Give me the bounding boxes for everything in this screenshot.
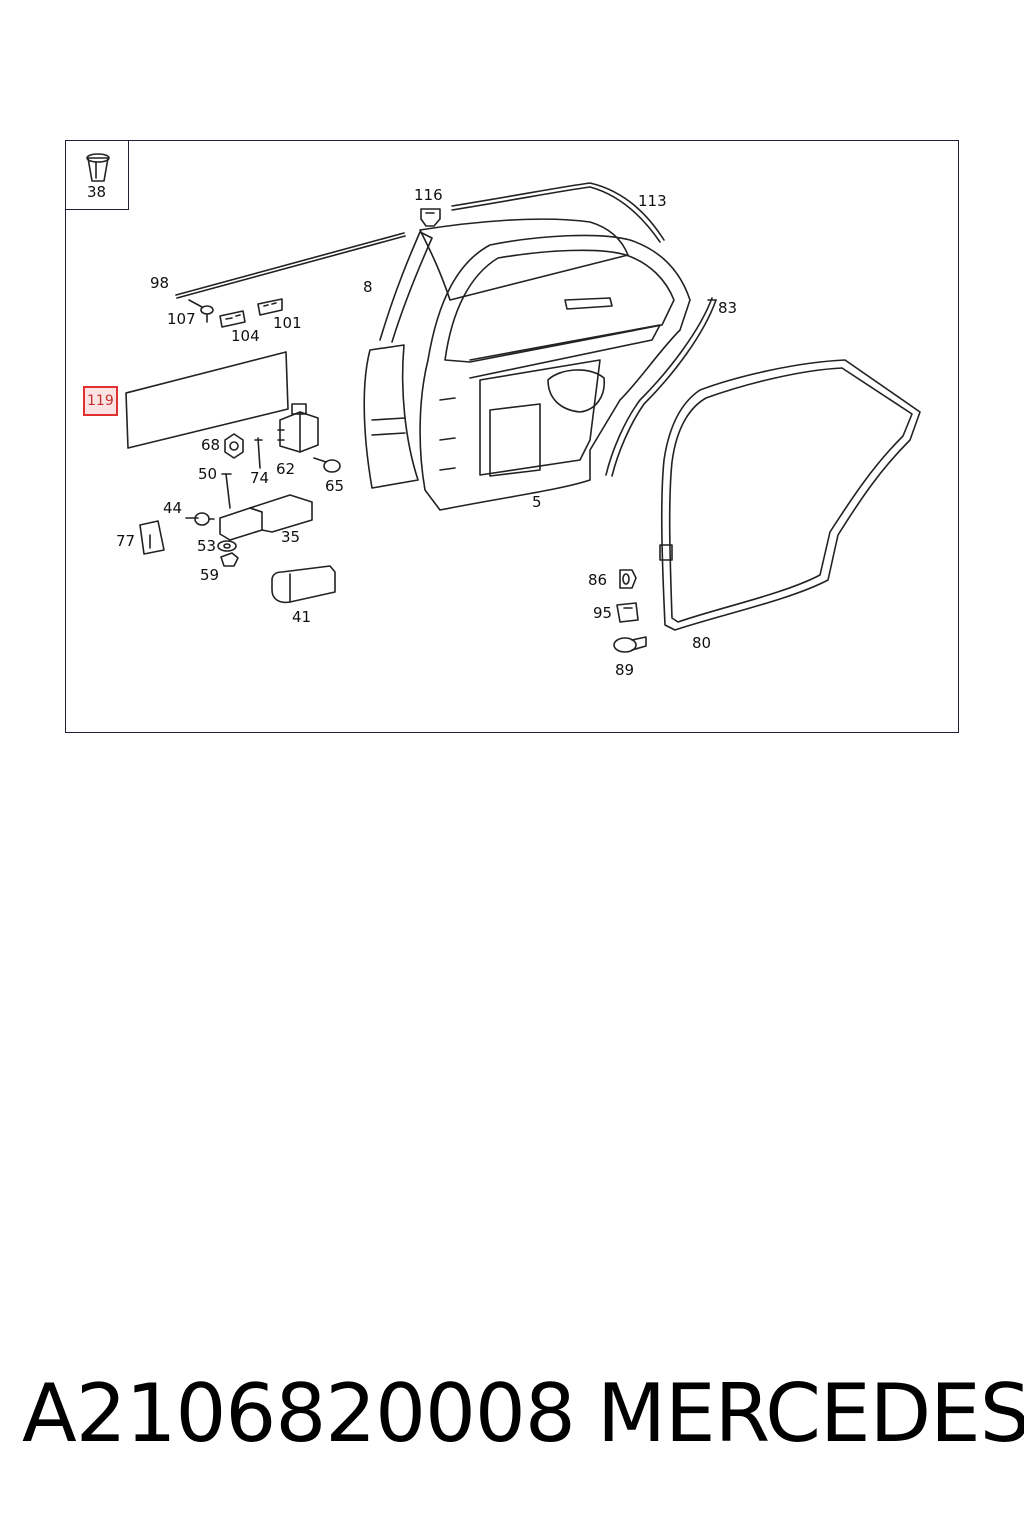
- callout-5: 5: [532, 493, 542, 511]
- part-77-bracket-drawing: [139, 520, 165, 555]
- part-86-clip-drawing: [619, 569, 637, 589]
- part-50-pin-drawing: [221, 473, 232, 509]
- inset-part-box: [65, 140, 129, 210]
- callout-83: 83: [718, 299, 738, 317]
- part-62-hinge-drawing: [277, 403, 319, 453]
- part-5-door-frame-drawing: [419, 234, 691, 511]
- callout-101: 101: [273, 314, 302, 332]
- part-53-washer-drawing: [217, 540, 237, 552]
- part-98-strip-drawing: [175, 232, 406, 299]
- callout-53: 53: [197, 537, 217, 555]
- callout-65: 65: [325, 477, 345, 495]
- part-35-strap-drawing: [219, 494, 313, 541]
- callout-77: 77: [116, 532, 136, 550]
- part-80-seal-drawing: [659, 359, 921, 631]
- part-59-clip-drawing: [220, 552, 239, 567]
- part-116-clip-drawing: [420, 208, 441, 227]
- part-119-panel-drawing: [125, 351, 289, 449]
- part-38-clip-drawing: [86, 153, 110, 182]
- callout-41: 41: [292, 608, 312, 626]
- part-65-bolt-drawing: [313, 457, 341, 473]
- callout-80: 80: [692, 634, 712, 652]
- callout-116: 116: [414, 186, 443, 204]
- part-104-bracket-drawing: [219, 310, 246, 328]
- callout-44: 44: [163, 499, 183, 517]
- part-89-clip-drawing: [613, 636, 647, 653]
- callout-74: 74: [250, 469, 270, 487]
- callout-98: 98: [150, 274, 170, 292]
- callout-107: 107: [167, 310, 196, 328]
- callout-68: 68: [201, 436, 221, 454]
- part-74-pin-drawing: [254, 437, 263, 469]
- callout-50: 50: [198, 465, 218, 483]
- callout-86: 86: [588, 571, 608, 589]
- part-68-nut-drawing: [224, 433, 244, 459]
- callout-59: 59: [200, 566, 220, 584]
- part-8-door-shell-drawing: [363, 218, 629, 489]
- brand-text: MERCEDES: [597, 1367, 1024, 1460]
- callout-35: 35: [281, 528, 301, 546]
- part-number-text: A2106820008: [22, 1367, 576, 1460]
- parts-diagram-frame: [65, 140, 959, 733]
- part-113-trim-drawing: [451, 182, 665, 243]
- callout-119-highlighted: 119: [83, 386, 118, 416]
- part-44-screw-drawing: [185, 512, 215, 526]
- part-83-channel-drawing: [605, 297, 717, 477]
- part-101-bracket-drawing: [257, 298, 283, 316]
- callout-113: 113: [638, 192, 667, 210]
- part-41-cover-drawing: [271, 565, 336, 604]
- callout-62: 62: [276, 460, 296, 478]
- callout-8: 8: [363, 278, 373, 296]
- part-107-screw-drawing: [188, 299, 214, 323]
- callout-89: 89: [615, 661, 635, 679]
- callout-38: 38: [87, 183, 107, 201]
- callout-104: 104: [231, 327, 260, 345]
- part-95-clip-drawing: [616, 602, 639, 623]
- callout-95: 95: [593, 604, 613, 622]
